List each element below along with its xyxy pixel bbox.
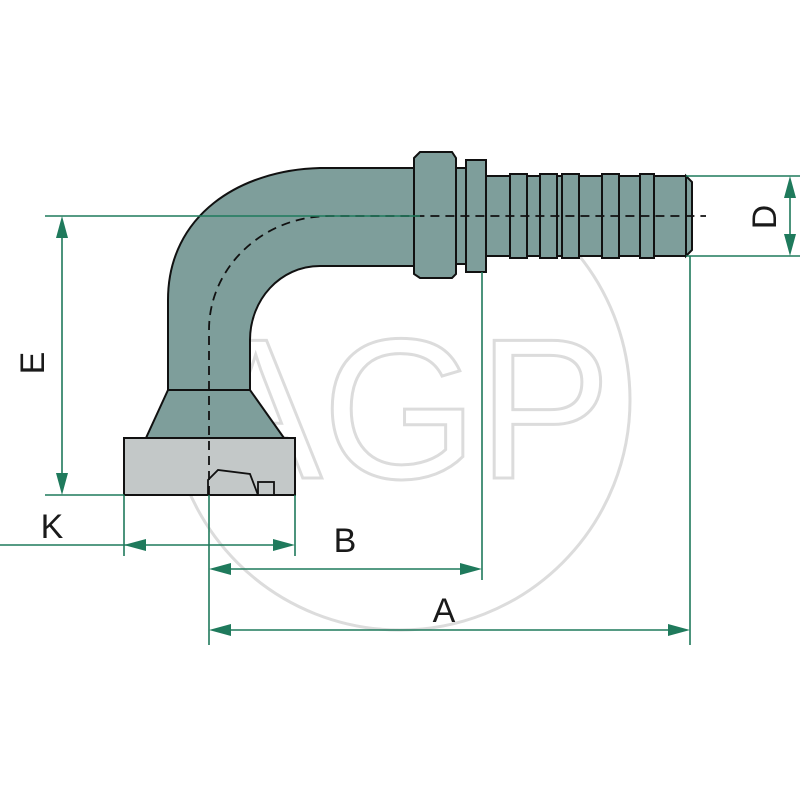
dimensioning: E D K B A bbox=[0, 175, 800, 645]
arrow-a-right bbox=[668, 624, 690, 636]
dim-label-d: D bbox=[746, 205, 784, 230]
dim-label-e: E bbox=[14, 352, 52, 375]
arrow-k-right bbox=[273, 539, 295, 551]
arrow-b-left bbox=[209, 563, 231, 575]
seal-groove bbox=[207, 469, 259, 496]
centerline bbox=[208, 215, 706, 495]
nut-collar bbox=[413, 151, 457, 279]
o-ring-slot bbox=[257, 481, 275, 496]
dim-label-a: A bbox=[433, 592, 456, 630]
arrow-e-top bbox=[56, 216, 68, 238]
arrow-k-left bbox=[124, 539, 146, 551]
arrow-a-left bbox=[209, 624, 231, 636]
arrow-e-bottom bbox=[56, 473, 68, 495]
arrow-d-top bbox=[784, 176, 796, 198]
elbow-tube bbox=[167, 167, 419, 391]
arrow-b-right bbox=[460, 563, 482, 575]
dim-label-k: K bbox=[41, 508, 64, 546]
arrow-d-bottom bbox=[784, 234, 796, 256]
dim-label-b: B bbox=[334, 522, 357, 560]
